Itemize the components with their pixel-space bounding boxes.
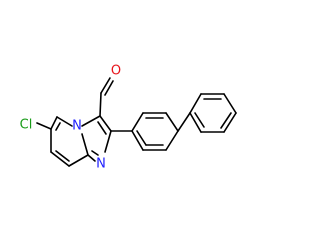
ring-nitrogen-label: N (72, 119, 82, 134)
bond-c7-c8-inner (55, 150, 70, 162)
bond-c7-c8 (50, 151, 70, 167)
bond-c5-c6-inner (55, 122, 61, 131)
aldehyde-oxygen-label: O (111, 64, 121, 79)
bond-c6-cl (36, 122, 52, 130)
bond-ph2-f (189, 112, 202, 133)
bond-n1-c8a-inner (91, 150, 99, 156)
bond-ph1-a (131, 112, 144, 132)
bond-ph2-c (223, 93, 237, 114)
bond-n4-c3 (81, 115, 101, 127)
bond-ph2-f-inner (194, 112, 205, 128)
bond-cho-o (100, 77, 111, 94)
imidazole-nitrogen-label: N (96, 157, 106, 172)
bond-biphenyl (177, 112, 191, 132)
bond-c5-c6 (50, 116, 58, 130)
bonds (36, 77, 237, 167)
bond-ph1-d (165, 130, 179, 151)
bond-ph1-c (165, 112, 179, 132)
bond-ph2-d-inner (220, 112, 232, 129)
bond-ph2-d (223, 112, 237, 133)
chemical-structure: Cl N N O (20, 64, 237, 172)
bond-c3-cho (99, 92, 102, 117)
bond-ph2-a (189, 93, 202, 114)
bond-c3-c2 (99, 115, 112, 132)
bond-cho-o-double (104, 80, 114, 96)
bond-c2-n1 (104, 130, 112, 153)
bond-n4-c5 (56, 116, 73, 127)
bond-ph1-f (131, 130, 144, 151)
chlorine-label: Cl (20, 118, 33, 133)
bond-ph1-f-inner (136, 130, 147, 146)
bond-c3-c2-inner (97, 121, 107, 135)
bond-c8a-n4 (81, 133, 89, 156)
bond-n1-c8a (87, 154, 96, 162)
bond-c8-c8a (68, 154, 89, 167)
